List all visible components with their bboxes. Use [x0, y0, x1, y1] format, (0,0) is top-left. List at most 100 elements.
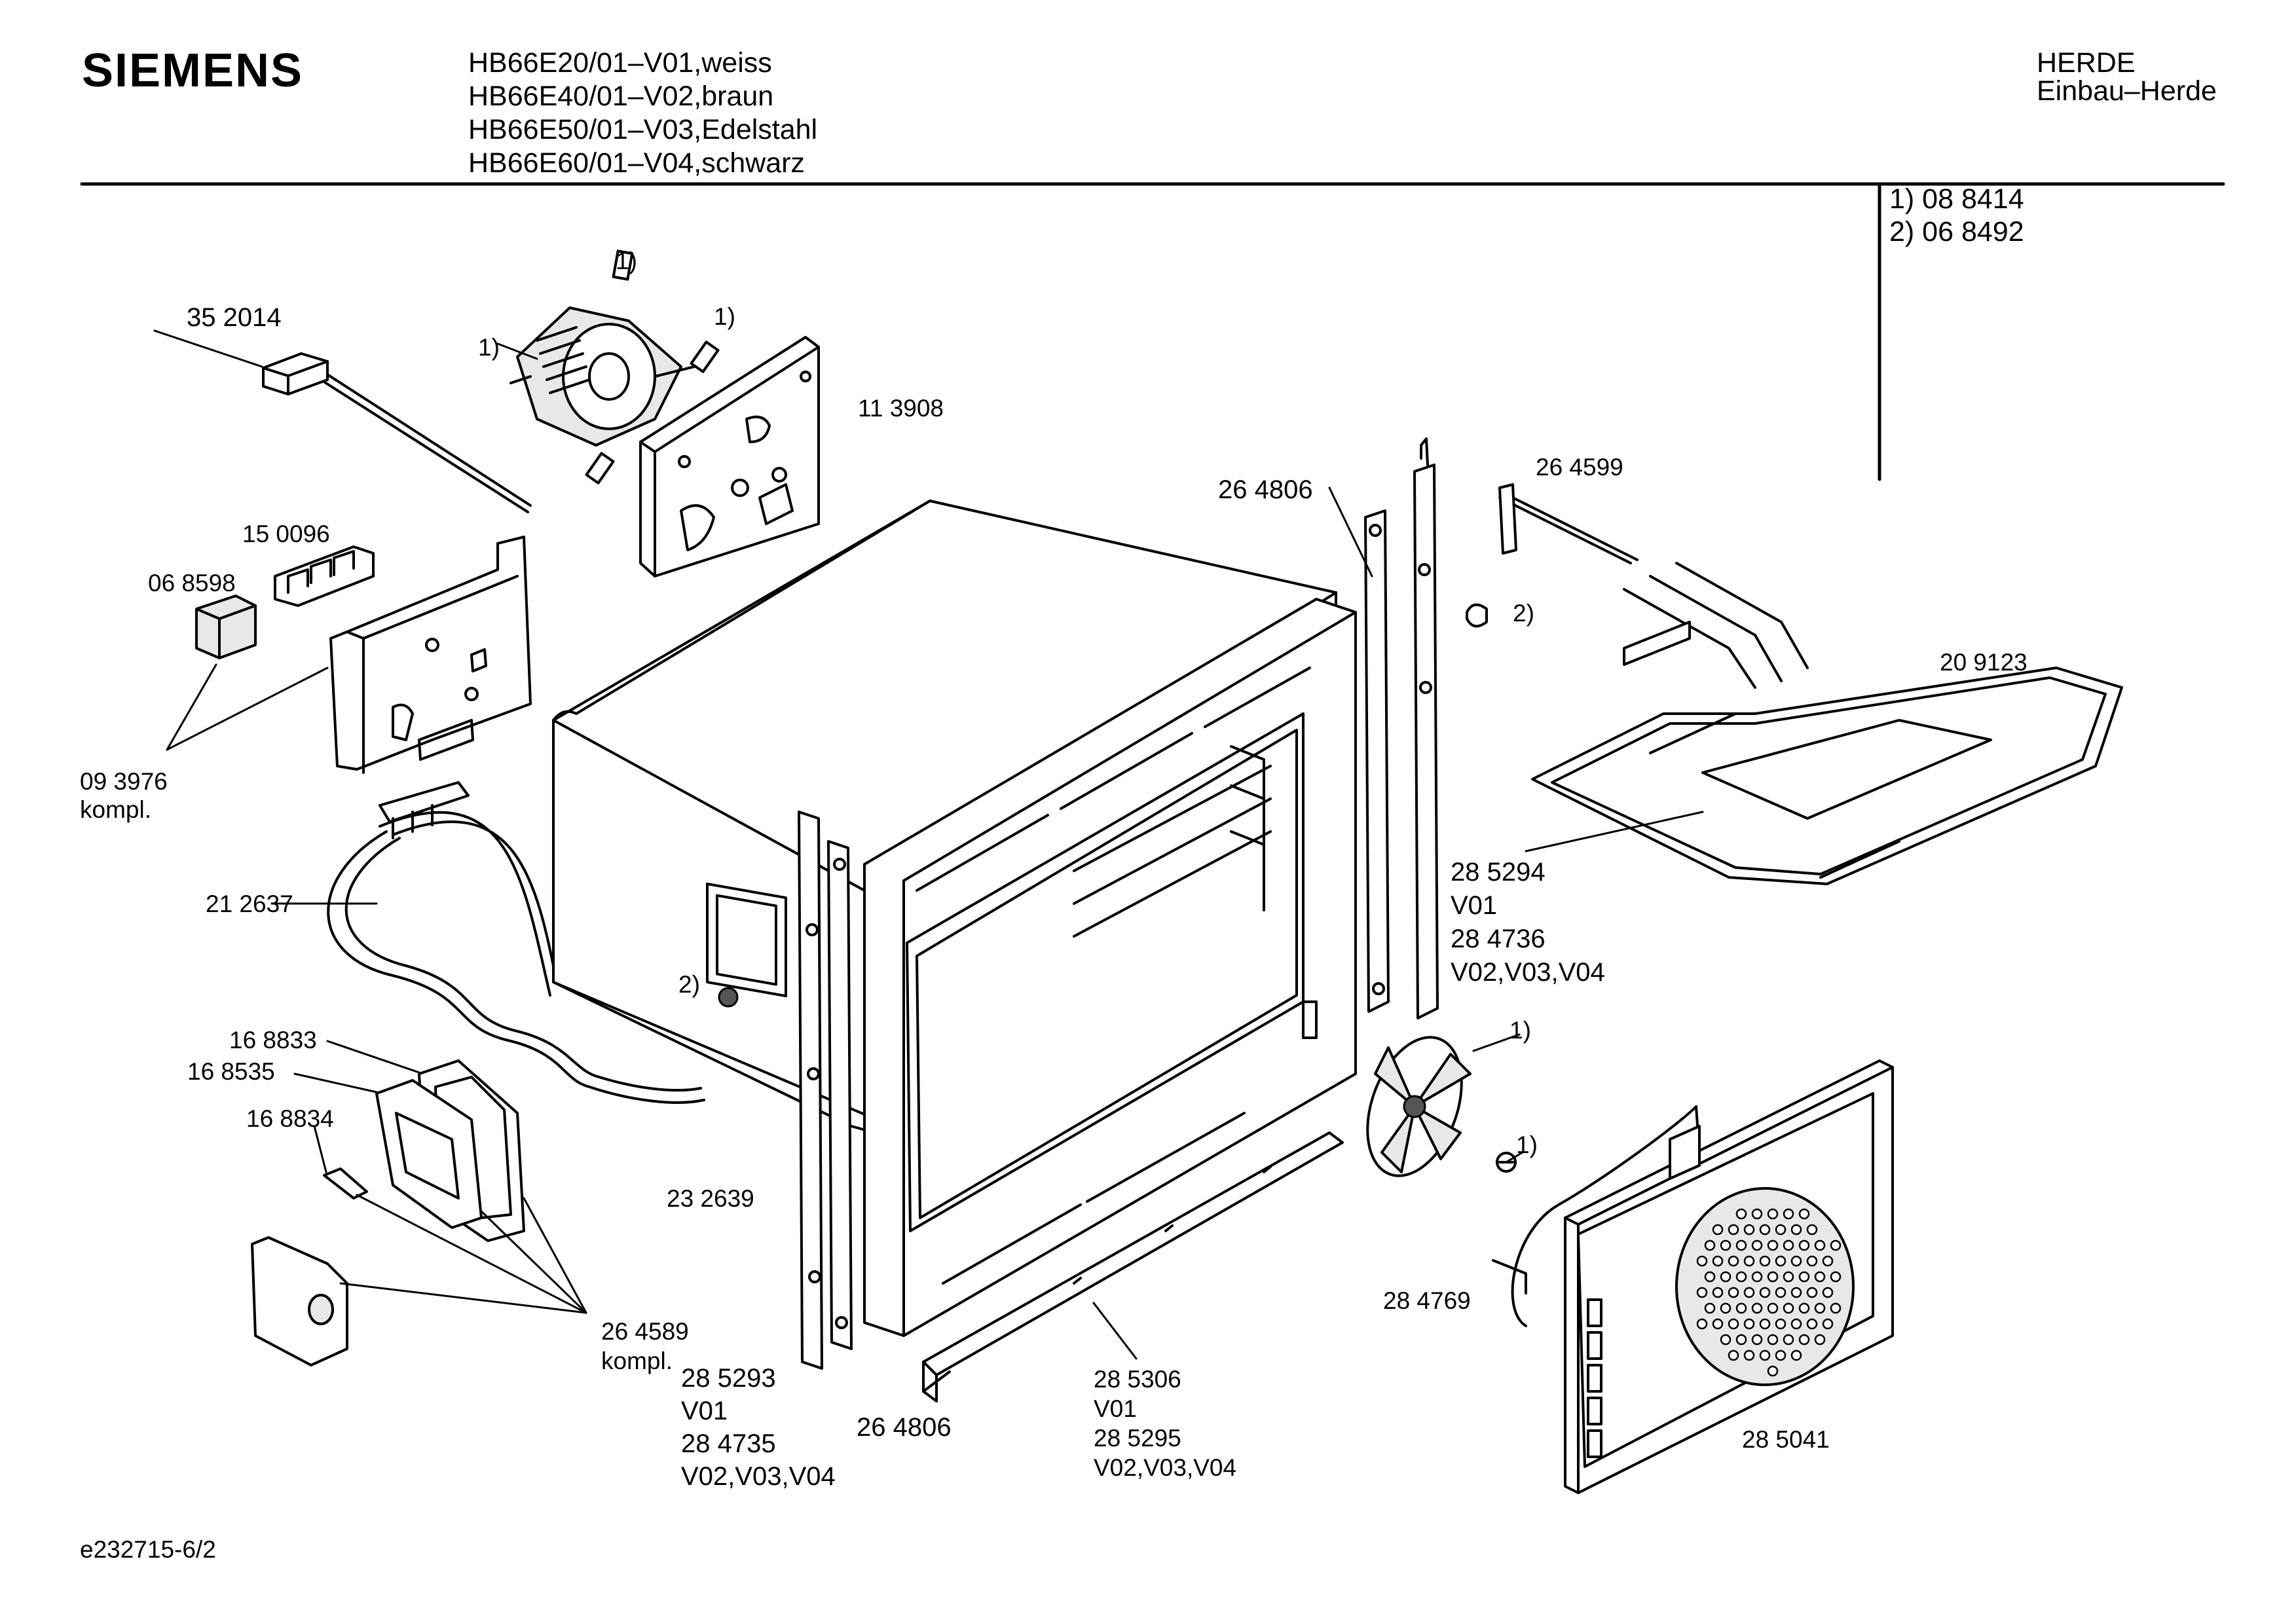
grill-hole: [1759, 1287, 1771, 1298]
grill-hole: [1743, 1255, 1755, 1267]
grill-hole: [1783, 1208, 1794, 1220]
label-26-4806-top: 26 4806: [1218, 475, 1313, 504]
grill-hole: [1790, 1255, 1802, 1267]
electronics-bracket: [166, 536, 532, 774]
grill-hole: [1822, 1255, 1834, 1267]
grill-hole: [1775, 1349, 1787, 1361]
grill-hole: [1712, 1287, 1724, 1298]
grill-hole: [1751, 1271, 1763, 1283]
grill-hole: [1704, 1302, 1716, 1314]
grill-hole: [1798, 1302, 1810, 1314]
label-21-2637: 21 2637: [206, 890, 293, 917]
grill-hole: [1712, 1318, 1724, 1330]
label-16-8535: 16 8535: [187, 1058, 275, 1085]
label-15-0096: 15 0096: [242, 521, 330, 547]
rear-mounting-plate: [639, 336, 820, 577]
grill-hole: [1830, 1302, 1842, 1314]
label-28-4769: 28 4769: [1383, 1287, 1471, 1314]
grill-hole: [1806, 1255, 1818, 1267]
right-side-strips: [1328, 437, 1439, 1019]
label-28-5295: 28 5295: [1094, 1425, 1181, 1452]
grill-hole: [1759, 1349, 1771, 1361]
grill-hole: [1798, 1208, 1810, 1220]
grill-hole: [1735, 1302, 1747, 1314]
grill-hole: [1783, 1302, 1794, 1314]
footnote-marker: 1): [1509, 1017, 1531, 1044]
grill-hole: [1759, 1224, 1771, 1236]
grill-hole: [1696, 1318, 1708, 1330]
footnote-marker: 1): [714, 303, 735, 330]
grill-hole: [1735, 1208, 1747, 1220]
grill-hole: [1767, 1334, 1779, 1346]
grill-hole: [1743, 1287, 1755, 1298]
left-side-strips: [798, 811, 853, 1370]
label-28-5041: 28 5041: [1742, 1426, 1830, 1453]
grill-hole: [1728, 1255, 1739, 1267]
footnote-marker: 1): [616, 247, 637, 274]
grill-hole: [1759, 1255, 1771, 1267]
grill-hole: [1728, 1287, 1739, 1298]
grill-hole: [1743, 1224, 1755, 1236]
footnote-marker: 1): [1516, 1131, 1538, 1158]
grill-hole: [1775, 1287, 1787, 1298]
label-variants: V02,V03,V04: [681, 1462, 836, 1491]
grill-hole: [1775, 1224, 1787, 1236]
rear-fan-cover: [1492, 1059, 1894, 1494]
label-28-4736: 28 4736: [1451, 925, 1546, 953]
label-09-3976: 09 3976: [80, 768, 168, 795]
grill-hole: [1806, 1287, 1818, 1298]
lower-heating-element: [270, 781, 705, 1104]
label-26-4806-bottom: 26 4806: [857, 1413, 952, 1442]
label-28-5293: 28 5293: [681, 1364, 776, 1393]
label-16-8833: 16 8833: [229, 1027, 317, 1053]
category-title: HERDE: [2037, 47, 2136, 79]
grill-hole: [1775, 1255, 1787, 1267]
model-line-4: HB66E60/01–V04,schwarz: [468, 147, 805, 179]
grill-hole: [1822, 1318, 1834, 1330]
grill-hole: [1720, 1334, 1731, 1346]
model-line-2: HB66E40/01–V02,braun: [468, 81, 774, 112]
upper-grill-element: [1466, 483, 2123, 885]
grill-hole: [1783, 1271, 1794, 1283]
grill-hole: [1759, 1318, 1771, 1330]
grill-hole: [1767, 1271, 1779, 1283]
bottom-trim-rail: [922, 1131, 1344, 1402]
temperature-sensor: [153, 329, 532, 513]
grill-hole: [1814, 1239, 1826, 1251]
grill-hole: [1728, 1224, 1739, 1236]
label-28-5294: 28 5294: [1451, 858, 1546, 887]
note-1: 1) 08 8414: [1889, 183, 2024, 215]
footnote-marker: 2): [678, 971, 700, 998]
model-line-3: HB66E50/01–V03,Edelstahl: [468, 114, 818, 145]
header-divider: [80, 182, 2225, 481]
grill-hole: [1743, 1349, 1755, 1361]
front-frame: [863, 598, 1357, 1337]
grill-hole: [1767, 1365, 1779, 1377]
label-v01: V01: [1094, 1395, 1137, 1422]
grill-hole: [1720, 1239, 1731, 1251]
grill-hole: [1767, 1239, 1779, 1251]
grill-hole: [1790, 1224, 1802, 1236]
grill-hole: [1751, 1239, 1763, 1251]
grill-hole: [1696, 1255, 1708, 1267]
drawing-id: e232715-6/2: [80, 1536, 216, 1563]
grill-hole: [1743, 1318, 1755, 1330]
label-16-8834: 16 8834: [246, 1105, 334, 1132]
convection-fan-motor: [496, 249, 720, 485]
label-20-9123: 20 9123: [1940, 649, 2028, 676]
grill-hole: [1735, 1239, 1747, 1251]
grill-hole: [1790, 1287, 1802, 1298]
grill-hole: [1822, 1287, 1834, 1298]
grill-hole: [1783, 1334, 1794, 1346]
grill-hole: [1798, 1334, 1810, 1346]
grill-hole: [1814, 1302, 1826, 1314]
subcategory-title: Einbau–Herde: [2037, 75, 2217, 107]
grill-hole: [1712, 1224, 1724, 1236]
convection-fan: [1366, 1033, 1524, 1177]
label-28-5306: 28 5306: [1094, 1366, 1181, 1393]
grill-hole: [1735, 1334, 1747, 1346]
grill-hole: [1814, 1334, 1826, 1346]
grill-hole: [1704, 1239, 1716, 1251]
